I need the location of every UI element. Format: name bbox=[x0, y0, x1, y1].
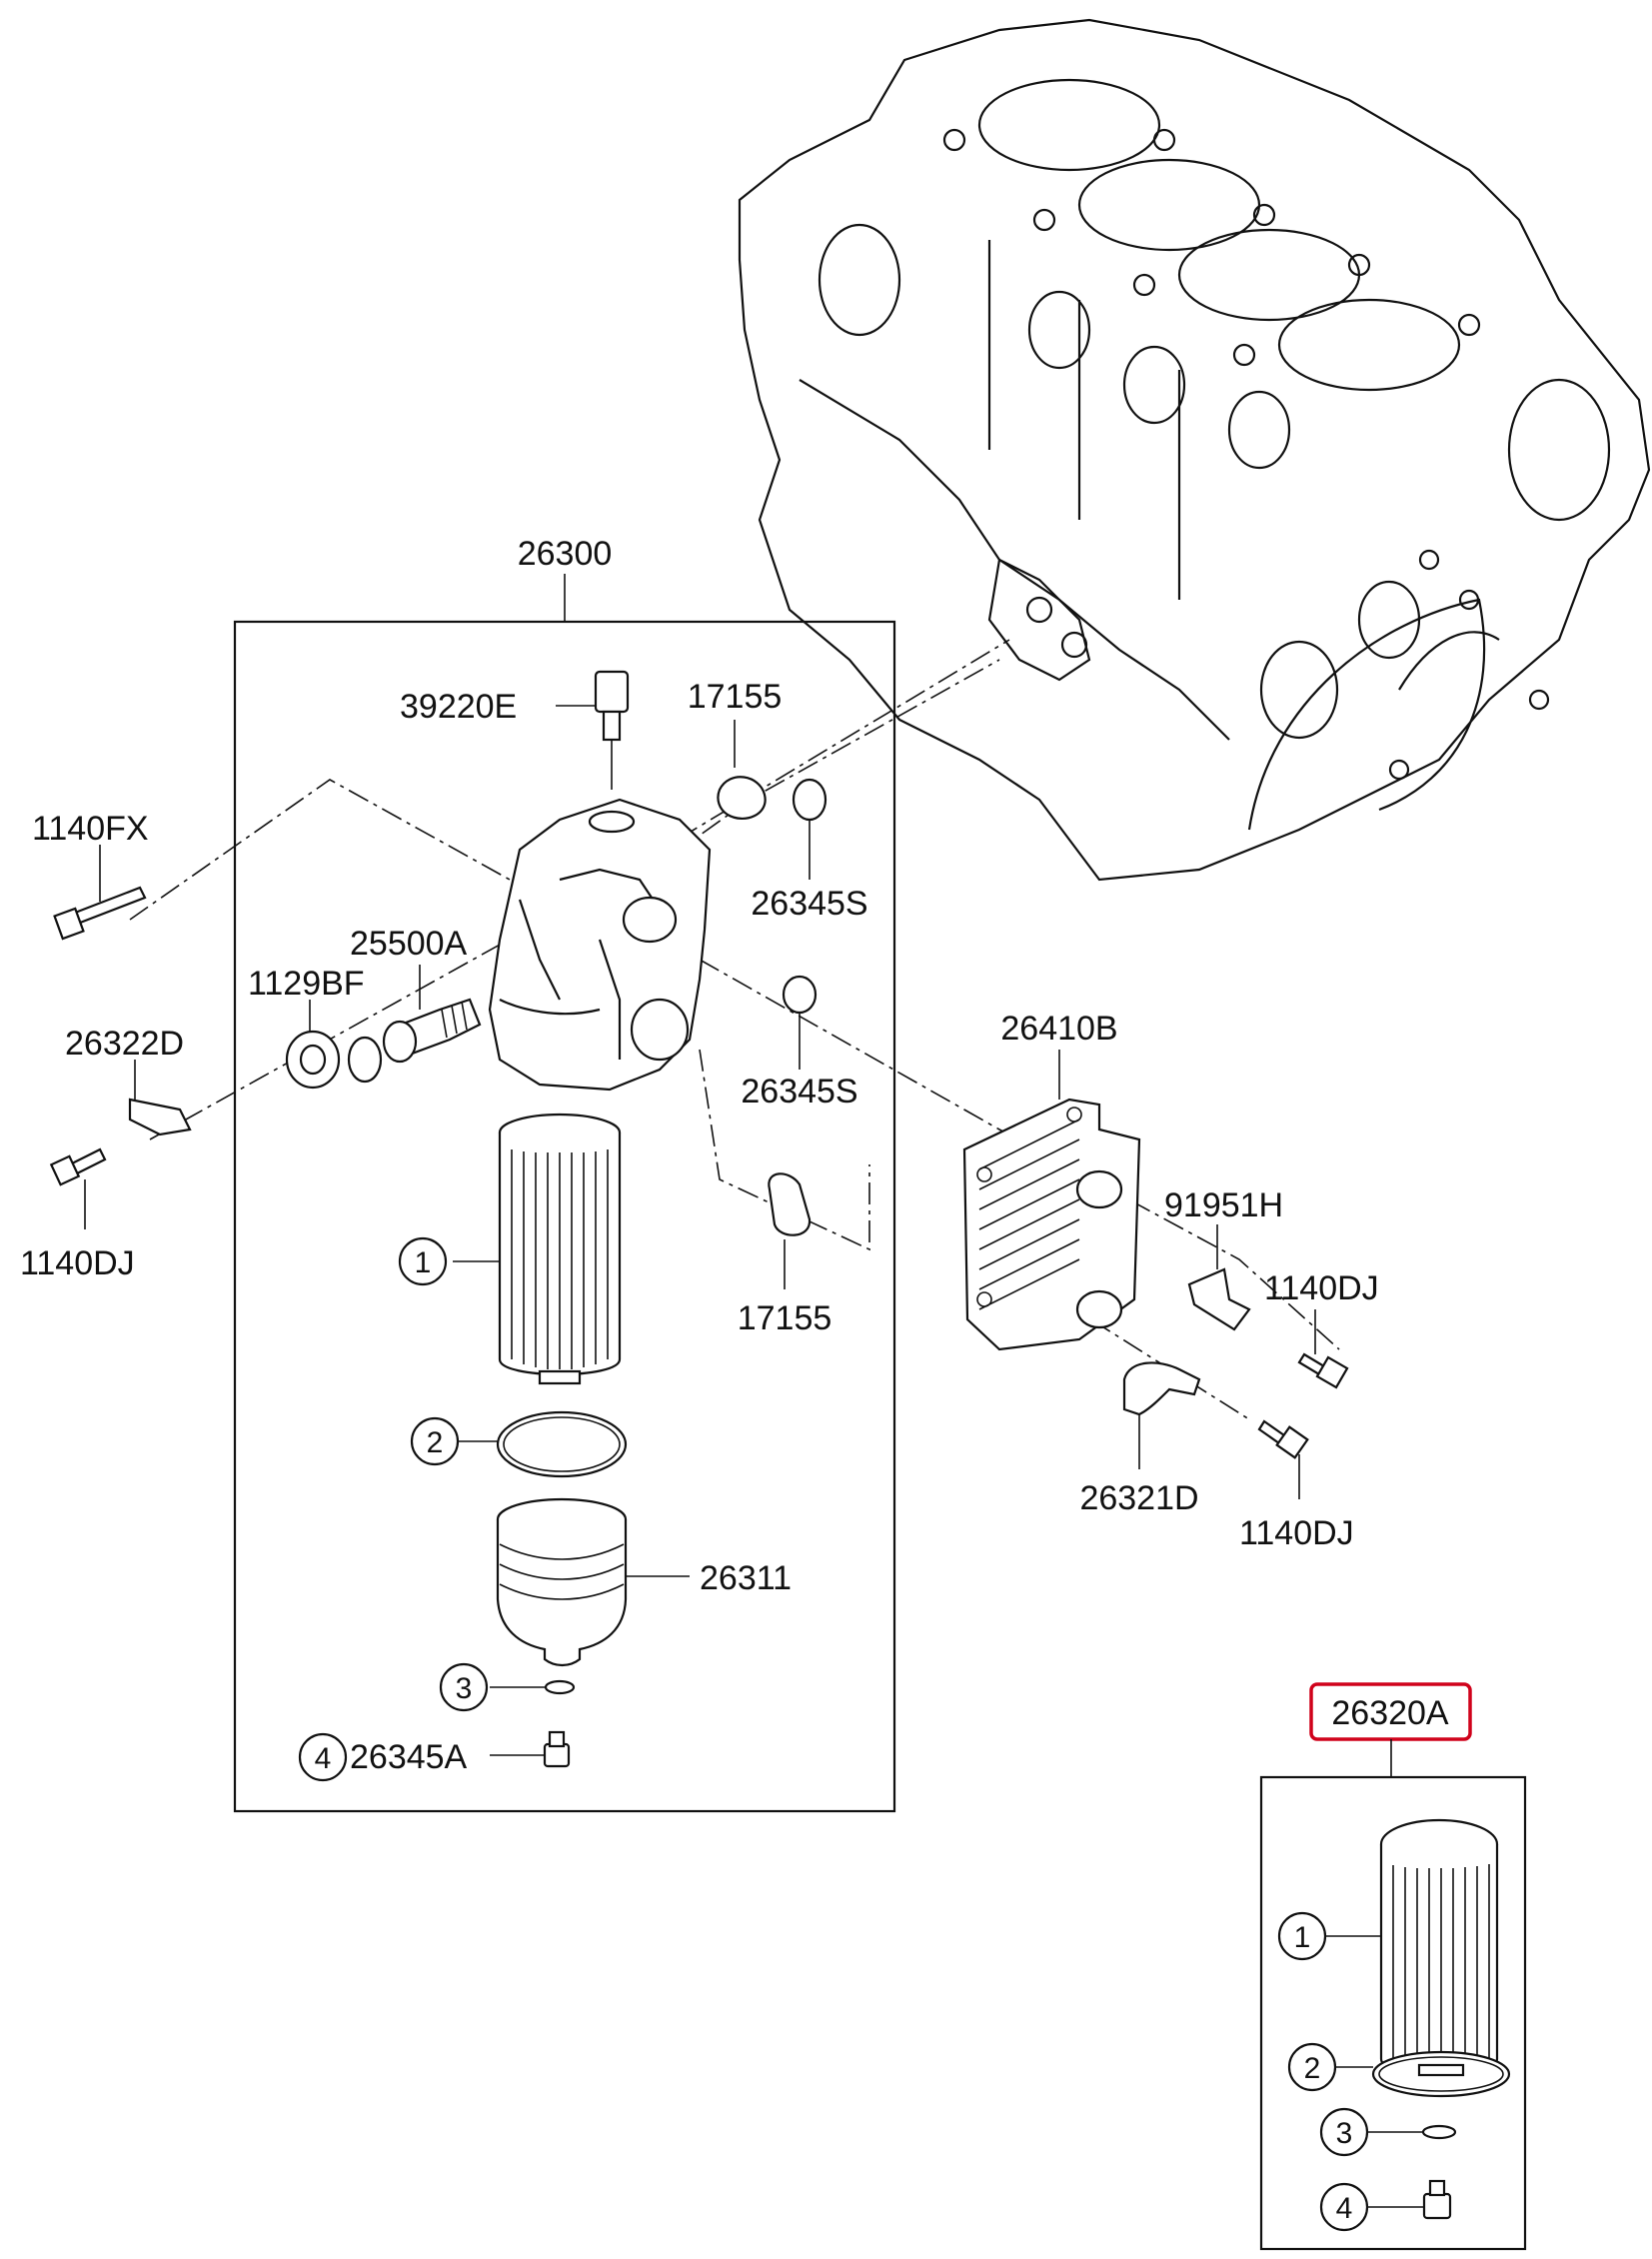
callout-1: 1 bbox=[398, 1236, 448, 1286]
part-number-1140FX: 1140FX bbox=[32, 810, 149, 848]
part-number-1140DJ-right-2: 1140DJ bbox=[1239, 1514, 1354, 1552]
filter-cap-26311: 26311 bbox=[496, 1497, 792, 1667]
part-number-1140DJ-left: 1140DJ bbox=[20, 1244, 135, 1282]
bolt-1140DJ-left: 1140DJ bbox=[20, 1147, 135, 1282]
callout-4: 4 bbox=[298, 1732, 348, 1782]
o-ring-2 bbox=[455, 1410, 628, 1478]
part-number-17155-top: 17155 bbox=[688, 678, 783, 716]
kit-callout-2: 2 bbox=[1287, 2042, 1337, 2092]
part-number-91951H: 91951H bbox=[1164, 1186, 1283, 1224]
svg-text:4: 4 bbox=[1336, 2192, 1353, 2225]
bolt-1140FX: 1140FX bbox=[32, 810, 149, 941]
plug-1129BF: 1129BF bbox=[248, 965, 383, 1090]
callout-2: 2 bbox=[410, 1416, 460, 1466]
svg-text:3: 3 bbox=[456, 1672, 473, 1705]
part-number-26300: 26300 bbox=[518, 535, 613, 573]
svg-text:3: 3 bbox=[1336, 2117, 1353, 2150]
bracket-26321D: 26321D bbox=[1079, 1361, 1201, 1517]
oil-cooler-26410B: 26410B bbox=[962, 1010, 1141, 1351]
kit-callout-4: 4 bbox=[1319, 2182, 1369, 2232]
oil-filter-element bbox=[453, 1113, 622, 1385]
kit-callout-1: 1 bbox=[1277, 1911, 1327, 1961]
o-ring-26345S-top: 26345S bbox=[751, 778, 868, 923]
drain-plug-26345A: 26345A bbox=[350, 1730, 571, 1776]
gasket-17155-bottom: 17155 bbox=[738, 1172, 832, 1337]
bolt-1140DJ-right-2: 1140DJ bbox=[1239, 1419, 1354, 1552]
oil-filter-housing bbox=[488, 798, 712, 1092]
svg-text:4: 4 bbox=[315, 1742, 332, 1775]
relief-valve-25500A: 25500A bbox=[350, 925, 482, 1064]
part-number-1129BF: 1129BF bbox=[248, 965, 365, 1003]
part-number-39220E: 39220E bbox=[400, 688, 517, 726]
part-number-26345A: 26345A bbox=[350, 1738, 468, 1776]
part-number-25500A: 25500A bbox=[350, 925, 468, 963]
part-number-26410B: 26410B bbox=[1000, 1010, 1117, 1048]
assembly-26300-group: 26300 bbox=[233, 535, 896, 1813]
svg-text:1: 1 bbox=[415, 1246, 432, 1279]
service-kit-frame bbox=[1259, 1775, 1527, 2251]
kit-callout-3: 3 bbox=[1319, 2107, 1369, 2157]
o-ring-3 bbox=[490, 1679, 576, 1695]
part-number-26321D: 26321D bbox=[1079, 1479, 1198, 1517]
part-number-26322D: 26322D bbox=[65, 1025, 184, 1063]
svg-text:2: 2 bbox=[1304, 2052, 1321, 2085]
part-number-26345S-top: 26345S bbox=[751, 885, 867, 923]
svg-text:1: 1 bbox=[1294, 1921, 1311, 1954]
part-number-26345S-mid: 26345S bbox=[741, 1073, 857, 1111]
bolt-1140DJ-right-1: 1140DJ bbox=[1264, 1269, 1379, 1389]
callout-3: 3 bbox=[439, 1662, 489, 1712]
part-number-26311: 26311 bbox=[700, 1559, 792, 1597]
part-number-26320A: 26320A bbox=[1331, 1694, 1449, 1732]
temperature-sensor-39220E: 39220E bbox=[400, 670, 630, 790]
svg-text:2: 2 bbox=[427, 1426, 444, 1459]
part-number-1140DJ-right-1: 1140DJ bbox=[1264, 1269, 1379, 1307]
service-kit-26320A: 26320A 1 2 3 bbox=[1259, 1682, 1527, 2251]
bracket-26322D: 26322D bbox=[65, 1025, 192, 1136]
o-ring-17155-top: 17155 bbox=[688, 678, 783, 820]
part-number-17155-bottom: 17155 bbox=[738, 1299, 832, 1337]
o-ring-26345S-mid: 26345S bbox=[741, 975, 858, 1111]
bracket-91951H: 91951H bbox=[1164, 1186, 1283, 1331]
engine-block-illustration bbox=[738, 18, 1651, 882]
